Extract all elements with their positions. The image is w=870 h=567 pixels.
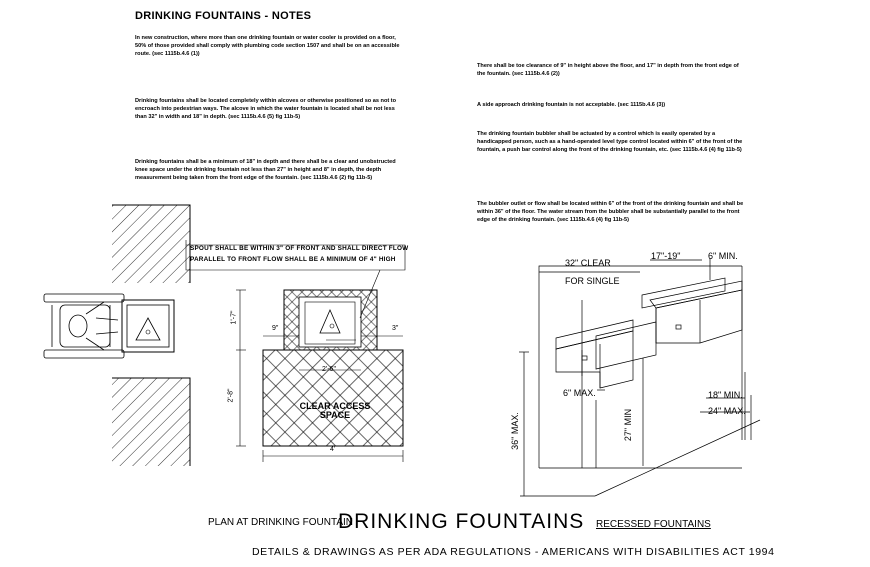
note-left-2: Drinking fountains shall be located comp…: [135, 98, 397, 121]
plan-fountain: [283, 289, 378, 351]
note-left-3: Drinking fountains shall be a minimum of…: [135, 159, 396, 182]
dim-18-min: 18" MIN.: [708, 390, 743, 400]
note-left-1: In new construction, where more than one…: [135, 35, 400, 58]
wall-hatch-top: [112, 204, 191, 283]
clear-access-label: CLEAR ACCESS SPACE: [285, 402, 385, 420]
note-right-1: There shall be toe clearance of 9" in he…: [477, 63, 739, 78]
spout-callout: SPOUT SHALL BE WITHIN 3" OF FRONT AND SH…: [190, 243, 410, 265]
sub-title: RECESSED FOUNTAINS: [596, 519, 711, 530]
elevation-drawing: [519, 258, 761, 497]
dim-2-6: 2'-6": [322, 366, 336, 373]
spout-callout-line-2: PARALLEL TO FRONT FLOW SHALL BE A MINIMU…: [190, 256, 396, 263]
plan-dimension-lines: [185, 240, 406, 462]
note-right-2: A side approach drinking fountain is not…: [477, 102, 666, 108]
dim-1-7: 1'-7": [230, 310, 238, 325]
dim-2-8: 2'-8": [227, 388, 235, 403]
dim-27-min: 27" MIN: [623, 408, 634, 442]
wall-hatch-bottom: [112, 377, 191, 466]
dim-4: 4': [330, 446, 336, 453]
plan-label: PLAN AT DRINKING FOUNTAIN: [208, 517, 354, 528]
dim-9: 9": [272, 325, 279, 332]
clear-access-space: [262, 349, 404, 447]
spout-callout-line-1: SPOUT SHALL BE WITHIN 3" OF FRONT AND SH…: [190, 245, 409, 252]
dim-6-min: 6" MIN.: [708, 251, 738, 261]
dim-24-max: 24" MAX.: [708, 406, 746, 416]
clear-access-line-1: CLEAR ACCESS: [299, 401, 371, 411]
dim-3: 3": [392, 325, 399, 332]
dim-6-max: 6" MAX.: [563, 388, 596, 398]
wheelchair-user-icon: [43, 293, 125, 359]
note-right-3: The drinking fountain bubbler shall be a…: [477, 131, 743, 154]
dim-for-single: FOR SINGLE: [565, 276, 620, 286]
dim-17-19: 17"-19": [651, 251, 681, 261]
footer-text: DETAILS & DRAWINGS AS PER ADA REGULATION…: [252, 546, 775, 558]
dim-32-clear: 32" CLEAR: [565, 258, 611, 268]
main-title: DRINKING FOUNTAINS: [338, 510, 585, 533]
clear-access-line-2: SPACE: [319, 410, 351, 420]
alcove-fountain-icon: [121, 299, 175, 353]
dim-36-max: 36" MAX.: [509, 412, 520, 450]
note-right-4: The bubbler outlet or flow shall be loca…: [477, 201, 744, 224]
notes-heading: DRINKING FOUNTAINS - NOTES: [135, 10, 312, 22]
